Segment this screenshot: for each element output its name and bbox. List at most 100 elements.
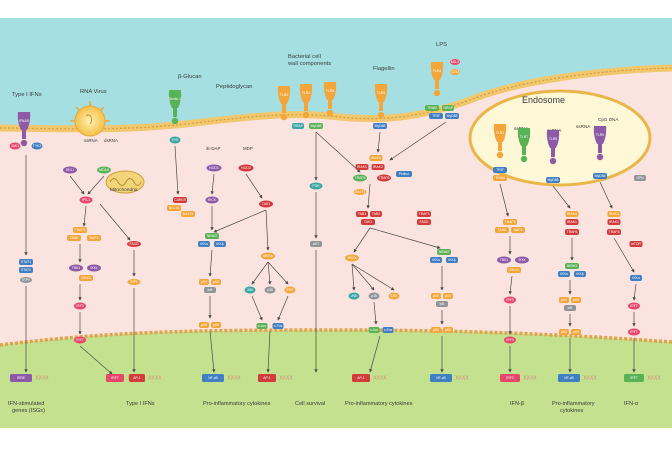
node-irf7: IRF7 [628, 302, 640, 310]
peptidoglycan-label: Peptidoglycan [216, 84, 252, 90]
signal-arrow [376, 131, 381, 153]
node-tbk1: TBK1 [497, 256, 511, 264]
node-label-nemo: NEMO [567, 264, 578, 268]
dna-strand: XXXX [279, 376, 293, 382]
node-label-p50: p50 [201, 280, 207, 284]
node-dcc: DDX3 [79, 275, 93, 281]
node-label-syk: SYK [172, 138, 180, 142]
node-fadd: FADD [417, 219, 431, 225]
node-label-p65: p65 [213, 280, 219, 284]
node-label-erk: ERK [391, 294, 399, 298]
node-label-rick: RICK [208, 198, 217, 202]
node-mtor: mTOR [629, 241, 643, 247]
receptor-tlr3: TLR3 [493, 124, 507, 159]
signal-arrow [499, 183, 510, 217]
promoter-tf-label: IRF3 [506, 376, 513, 380]
promoter-tf-label: NF-κB [564, 376, 574, 380]
node-label-irak4: IRAK4 [609, 212, 619, 216]
node-p50: p50 [559, 329, 569, 335]
node-label-irak4: IRAK4 [371, 156, 381, 160]
signal-arrow [69, 175, 85, 195]
signal-arrow [79, 345, 113, 375]
receptor-label-tlr2: TLR2 [280, 93, 288, 97]
node-irf9: IRF9 [20, 277, 32, 283]
node-label-irf7: IRF7 [630, 304, 637, 308]
dna-strand: XXXX [35, 376, 49, 382]
node-label-mkk: MKKs [263, 254, 272, 258]
node-tirap: TIRAP [442, 105, 454, 111]
output-isgs-line2: genes (ISGs) [12, 408, 45, 414]
dna-strand: XXXX [373, 376, 387, 382]
signal-arrow [174, 145, 180, 195]
node-label-irf7: IRF7 [76, 338, 83, 342]
node-tyk2: TYK2 [31, 142, 43, 150]
nuclear-membrane [0, 328, 672, 347]
receptor-tlr5: TLR5 [374, 84, 388, 119]
node-label-p65: p65 [445, 294, 451, 298]
node-irf7: IRF7 [74, 336, 86, 344]
node-label-p65: p65 [573, 298, 579, 302]
bacterial-cell-wall-line2: wall components [287, 61, 331, 67]
dna-strand: XXXX [227, 376, 241, 382]
signal-arrow [508, 275, 513, 295]
node-p38: p38 [368, 292, 380, 300]
receptor-label-tlr4: TLR4 [433, 69, 441, 73]
dna-strand: XXXX [455, 376, 469, 382]
receptor-tlr1: TLR1 [299, 84, 313, 119]
receptor-label-tlr1: TLR1 [302, 91, 310, 95]
signal-arrow [353, 227, 371, 253]
signal-arrow [267, 261, 272, 285]
node-p65: p65 [571, 297, 581, 303]
node-label-nap1: NAP1 [90, 236, 99, 240]
node-label-dcc: DDX3 [81, 276, 90, 280]
ssrna-label-1: ssRNA [84, 138, 98, 143]
signal-arrow [82, 205, 87, 227]
node-traf3: TRAF3 [73, 227, 87, 233]
node-label-myd88: MyD88 [447, 114, 458, 118]
receptor-tlr2: TLR2 [277, 86, 291, 121]
node-label-myd88: MyD88 [548, 178, 559, 182]
node-label-ikka: IKKα [632, 276, 639, 280]
node-irak4: IRAK4 [607, 211, 621, 217]
node-label-p38: p38 [267, 288, 273, 292]
output-proinflammatory-3-line2: cytokines [560, 408, 584, 414]
node-label-traf3: TRAF3 [75, 228, 86, 232]
signal-arrow [208, 249, 213, 277]
node-label-ikkb: IKKβ [216, 242, 223, 246]
receptor-tlr4: TLR4 [430, 62, 444, 97]
receptor-tlr6: TLR6 [323, 82, 337, 117]
node-myd88: MyD88 [445, 113, 459, 119]
node-tirap: TIRAP [292, 123, 304, 129]
node-nod2: NOD2 [238, 164, 254, 172]
signal-arrow [613, 237, 635, 273]
node-irak4: IRAK4 [369, 155, 383, 161]
signal-arrow [265, 209, 270, 251]
node-ikka: IKKα [198, 241, 210, 247]
node-p65: p65 [211, 279, 221, 285]
node-rigi: RIG-I [63, 166, 77, 174]
node-label-ripk1: RIP1 [130, 280, 138, 284]
node-label-traf6: TRAF6 [609, 230, 620, 234]
mitochondria-icon [105, 170, 145, 194]
node-label-traf6: TRAF6 [355, 176, 366, 180]
extracellular-space [0, 18, 672, 129]
node-jnk: JNK [348, 292, 360, 300]
node-tak1: TAK1 [361, 219, 375, 225]
node-label-irak4: IRAK4 [567, 212, 577, 216]
node-nemo: NEMO [565, 263, 579, 269]
node-label-card9: CARD9 [174, 198, 186, 202]
node-label-ikkb: IKKβ [448, 258, 455, 262]
node-label-jnk: JNK [351, 294, 358, 298]
node-label-mtor: mTOR [631, 242, 641, 246]
node-label-dcc: DDX3 [509, 268, 518, 272]
signal-arrow [351, 263, 356, 291]
node-dcc: DDX3 [507, 267, 521, 273]
node-p50: p50 [431, 293, 441, 299]
node-label-md2: MD-2 [451, 60, 459, 64]
dna-strand: XXXX [583, 376, 597, 382]
